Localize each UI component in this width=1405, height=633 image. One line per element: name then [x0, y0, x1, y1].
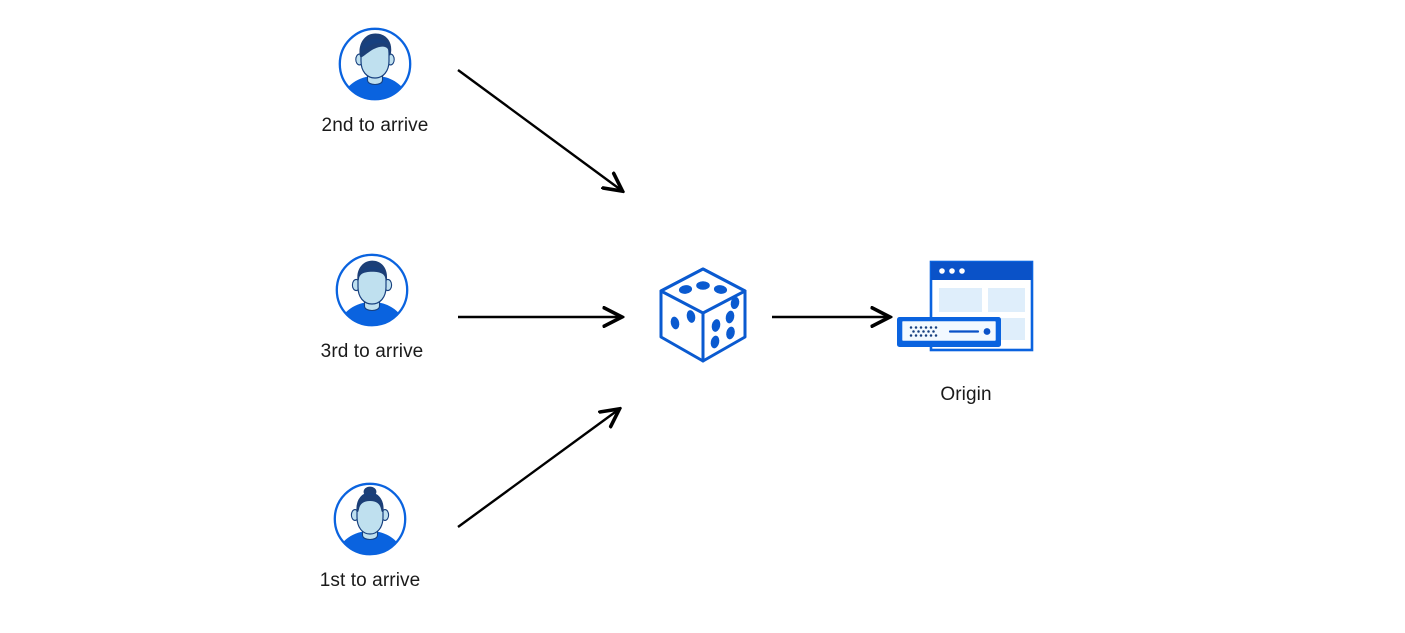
origin-server-icon: [897, 260, 1034, 352]
node-origin[interactable]: Origin: [892, 255, 1040, 406]
user-avatar-icon: [338, 27, 412, 101]
node-client-3rd[interactable]: 3rd to arrive: [304, 252, 440, 363]
node-label-origin: Origin: [940, 384, 992, 405]
node-client-1st[interactable]: 1st to arrive: [302, 481, 438, 592]
server-appliance-icon: [897, 317, 1001, 347]
node-label-client-1st: 1st to arrive: [319, 570, 421, 591]
node-randomizer[interactable]: [655, 263, 751, 367]
dice-icon: [659, 267, 747, 363]
user-avatar-icon: [335, 253, 409, 327]
node-label-client-2nd: 2nd to arrive: [321, 115, 429, 136]
node-label-client-3rd: 3rd to arrive: [320, 341, 424, 362]
arrow-client-2nd-to-randomizer: [457, 69, 621, 190]
node-client-2nd[interactable]: 2nd to arrive: [307, 26, 443, 137]
arrow-client-1st-to-randomizer: [457, 410, 618, 528]
user-avatar-icon: [333, 482, 407, 556]
